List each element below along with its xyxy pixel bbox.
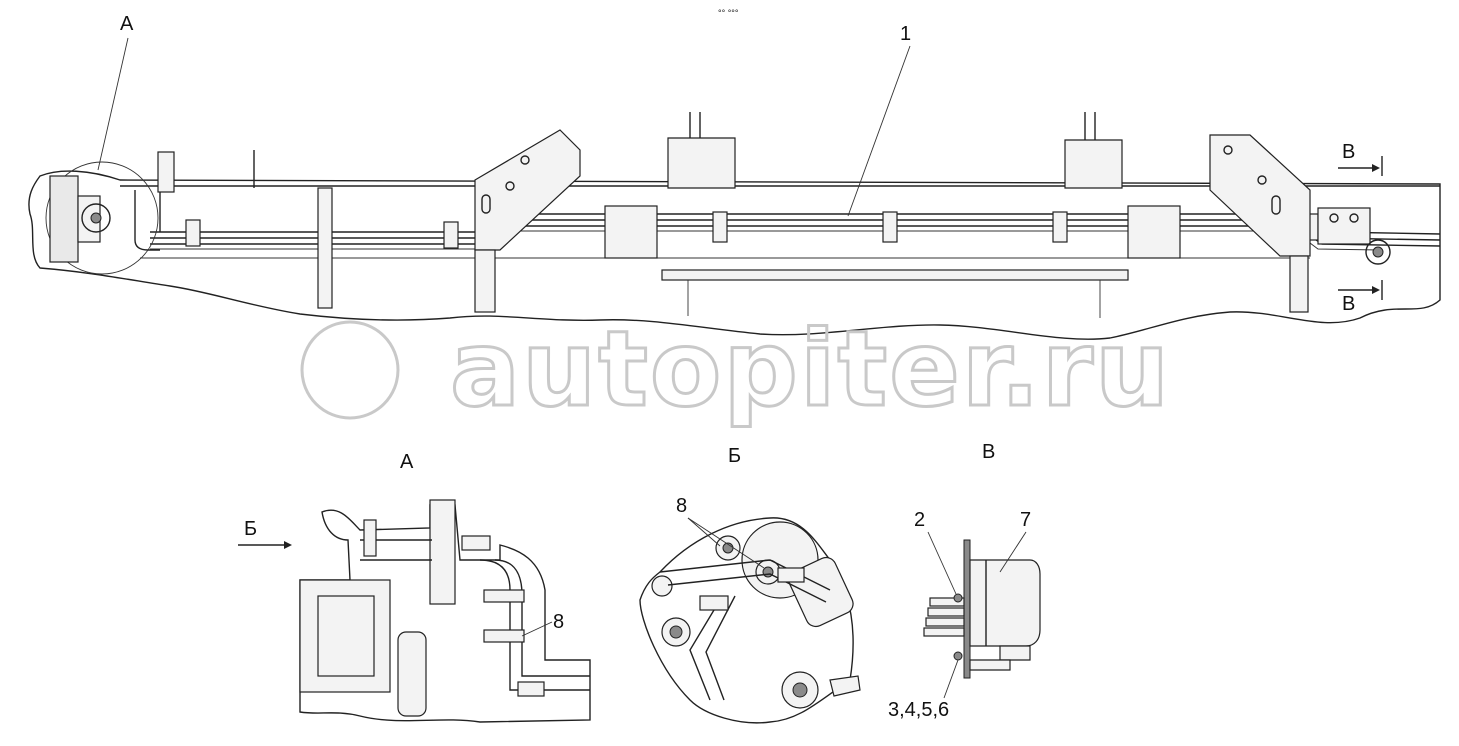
detail-a-arrowhead [284, 541, 292, 549]
detail-b-view: Б 8 [639, 445, 861, 724]
detail-v-bolt-bottom [953, 651, 963, 661]
right-bracket [1209, 134, 1311, 313]
detail-v-panel [963, 539, 971, 679]
left-hub [49, 175, 111, 263]
detail-a-title: А [400, 451, 414, 473]
watermark: autopiter.ru [300, 307, 1171, 432]
lower-rail [661, 269, 1129, 281]
leader-a [97, 37, 129, 171]
header-mark: °° °°° [718, 8, 739, 18]
watermark-logo-circle [300, 320, 400, 420]
sensor-unit [157, 151, 175, 193]
detail-a-callout-8: 8 [553, 611, 564, 633]
detail-a-pipe [479, 559, 590, 691]
callout-1: 1 [900, 23, 911, 45]
detail-a-clamp-5 [517, 681, 545, 697]
detail-b-title: Б [728, 445, 741, 467]
detail-v-callout-3456: 3,4,5,6 [888, 699, 949, 721]
detail-a-clamp-2 [461, 535, 491, 551]
detail-v-callout-7: 7 [1020, 509, 1031, 531]
frame-silhouette [28, 170, 1441, 340]
detail-b-wire [689, 595, 736, 701]
detail-b-callout-8: 8 [676, 495, 687, 517]
detail-b-tab [829, 675, 861, 697]
left-post [317, 187, 333, 309]
section-label-top: В [1342, 141, 1355, 163]
detail-a-pipe-inner [494, 559, 590, 677]
top-mount-right [1064, 112, 1123, 189]
detail-a-circle [45, 161, 159, 275]
detail-a-block-inner [317, 595, 375, 677]
cross-member-left [604, 205, 658, 259]
detail-a-arrow-label: Б [244, 518, 257, 540]
detail-a-leader-8 [521, 621, 553, 637]
detail-a-clamp-1 [363, 519, 377, 557]
detail-b-roller-4 [651, 575, 673, 597]
cross-member-right [1127, 205, 1181, 259]
main-frame-view: А 1 В В [28, 13, 1441, 340]
detail-v-leader-3456 [943, 659, 959, 699]
socket-assembly [1317, 207, 1391, 265]
detail-v-bolt-top [953, 593, 963, 603]
detail-v-title: В [982, 441, 995, 463]
detail-v-socket-bracket [999, 645, 1031, 661]
top-mount-left [667, 112, 736, 189]
detail-b-leader-8a [687, 517, 721, 547]
callout-a: А [120, 13, 134, 35]
detail-a-flange [429, 499, 456, 605]
section-arrow-top: В [1338, 141, 1383, 176]
detail-v-leader-7 [999, 531, 1027, 573]
detail-v-leader-2 [927, 531, 957, 595]
detail-a-clamp-4 [483, 629, 525, 643]
detail-b-belt [659, 559, 831, 603]
leader-1 [847, 45, 911, 217]
section-arrow-bottom: В [1338, 280, 1383, 315]
detail-v-socket-body [969, 559, 1041, 647]
watermark-text: autopiter.ru [450, 308, 1171, 430]
detail-b-motor [788, 556, 854, 628]
detail-b-clamp-1 [699, 595, 729, 611]
section-label-bottom: В [1342, 293, 1355, 315]
detail-v-mount-plate [969, 659, 1011, 671]
detail-a-drum [397, 631, 427, 717]
detail-v-callout-2: 2 [914, 509, 925, 531]
detail-a-view: А Б 8 [238, 451, 591, 723]
detail-a-clamp-3 [483, 589, 525, 603]
detail-v-view: В 2 7 3,4,5,6 [888, 441, 1041, 721]
detail-b-leader-8b [687, 517, 765, 569]
detail-b-outline [639, 517, 854, 724]
left-bracket [474, 129, 581, 313]
detail-b-clamp-2 [777, 567, 805, 583]
detail-v-cable-gland [923, 597, 965, 637]
